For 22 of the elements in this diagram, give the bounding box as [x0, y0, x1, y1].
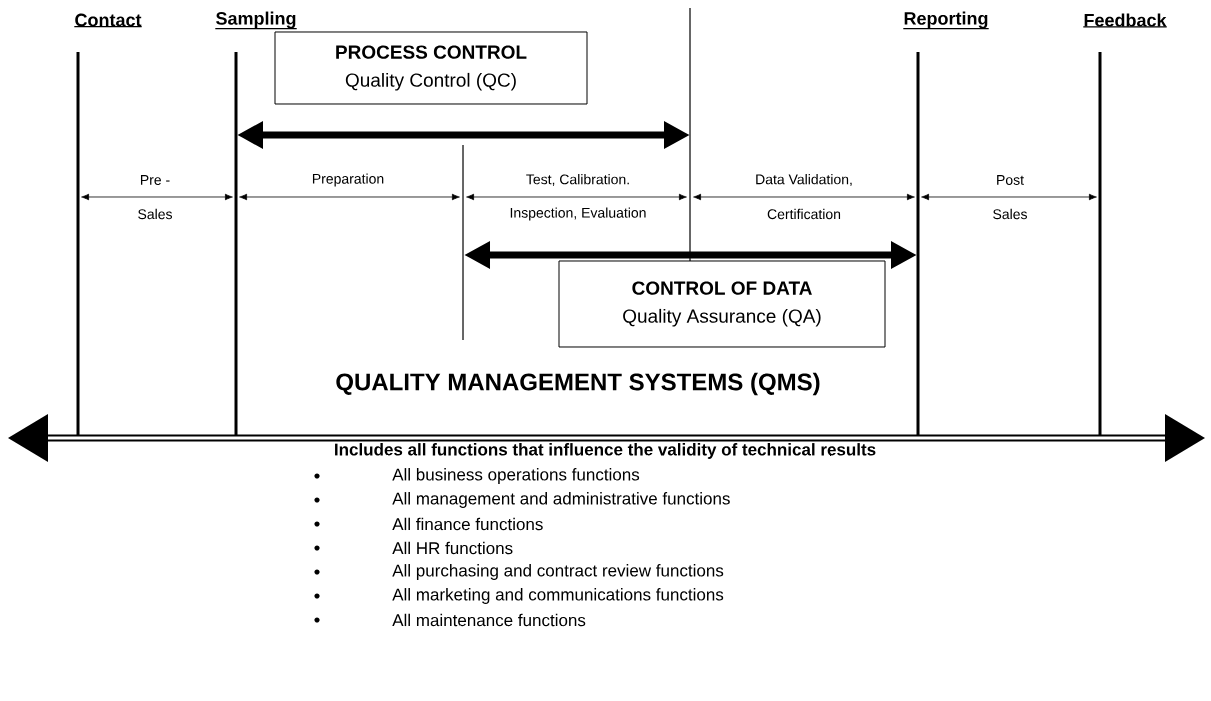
- phase-label: Certification: [766, 207, 842, 221]
- label-box: CONTROL OF DATA Quality Assurance (QA): [558, 260, 886, 348]
- phase-label: Sales: [136, 207, 174, 221]
- bullet-item: All business operations functions: [391, 467, 641, 485]
- bullet-item: All marketing and communications functions: [391, 587, 725, 605]
- note-heading: Includes all functions that influence the validity of technical results: [332, 442, 878, 460]
- bullet-item: All finance functions: [391, 516, 545, 532]
- section-title: QUALITY MANAGEMENT SYSTEMS (QMS): [334, 371, 822, 397]
- bullet-item: All maintenance functions: [391, 612, 587, 628]
- phase-label: Data Validation,: [754, 173, 854, 187]
- column-heading: Reporting: [902, 10, 990, 30]
- phase-label: Pre -: [138, 174, 172, 186]
- phase-label: Post: [995, 174, 1025, 186]
- phase-label: Sales: [991, 207, 1029, 221]
- column-heading: Sampling: [214, 10, 298, 30]
- bullet-item: All HR functions: [391, 540, 515, 556]
- phase-label: Preparation: [310, 172, 386, 188]
- label-box: PROCESS CONTROL Quality Control (QC): [274, 31, 588, 105]
- bullet-item: All purchasing and contract review functions: [391, 563, 725, 581]
- phase-label: Inspection, Evaluation: [508, 206, 648, 222]
- bullet-item: All management and administrative functions: [391, 491, 732, 509]
- phase-label: Test, Calibration.: [524, 173, 632, 187]
